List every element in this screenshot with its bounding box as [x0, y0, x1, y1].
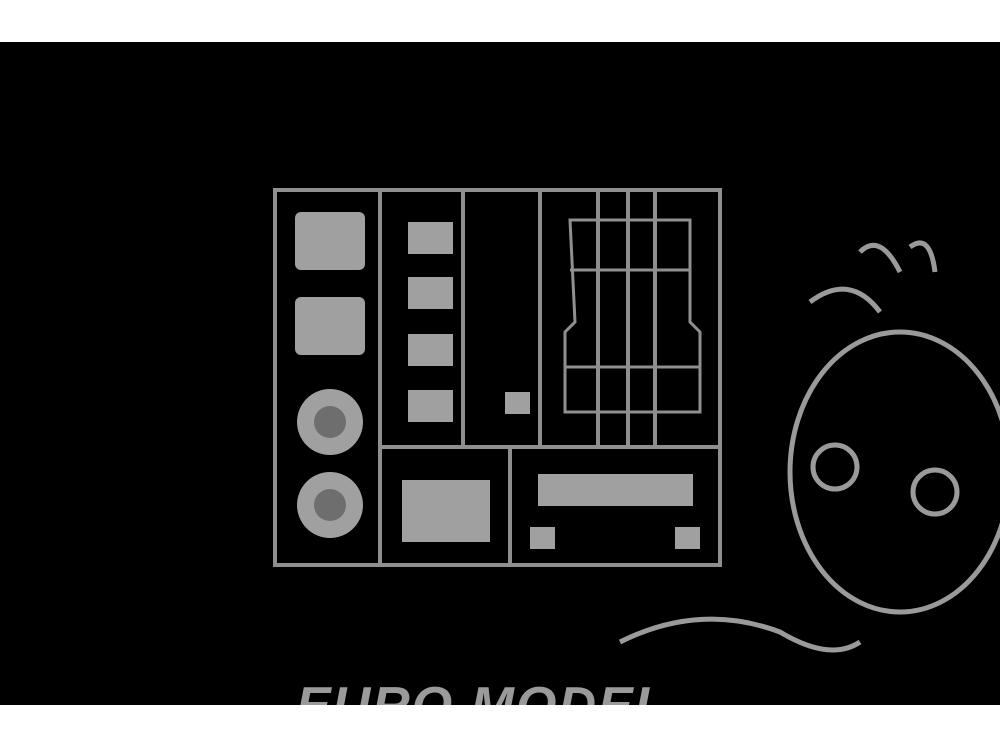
- product-photo: EURO MODEL: [0, 42, 1000, 705]
- sprue-image: [273, 188, 1000, 653]
- jerrycan-rack: [295, 297, 365, 355]
- watermark-mascot: [618, 240, 1000, 653]
- jerrycan-rack: [295, 212, 365, 270]
- sprue-frame: [273, 188, 722, 567]
- large-crate: [402, 480, 490, 542]
- crate: [408, 334, 453, 366]
- small-part: [675, 527, 700, 549]
- frame-part: [563, 218, 702, 414]
- crate: [408, 277, 453, 309]
- crate: [408, 390, 453, 422]
- sprue-parts: [295, 212, 700, 549]
- watermark-text: EURO MODEL: [296, 676, 668, 705]
- small-part: [505, 392, 530, 414]
- crate: [408, 222, 453, 254]
- grille-part: [538, 474, 693, 506]
- small-part: [530, 527, 555, 549]
- wheel-hubs: [314, 406, 346, 521]
